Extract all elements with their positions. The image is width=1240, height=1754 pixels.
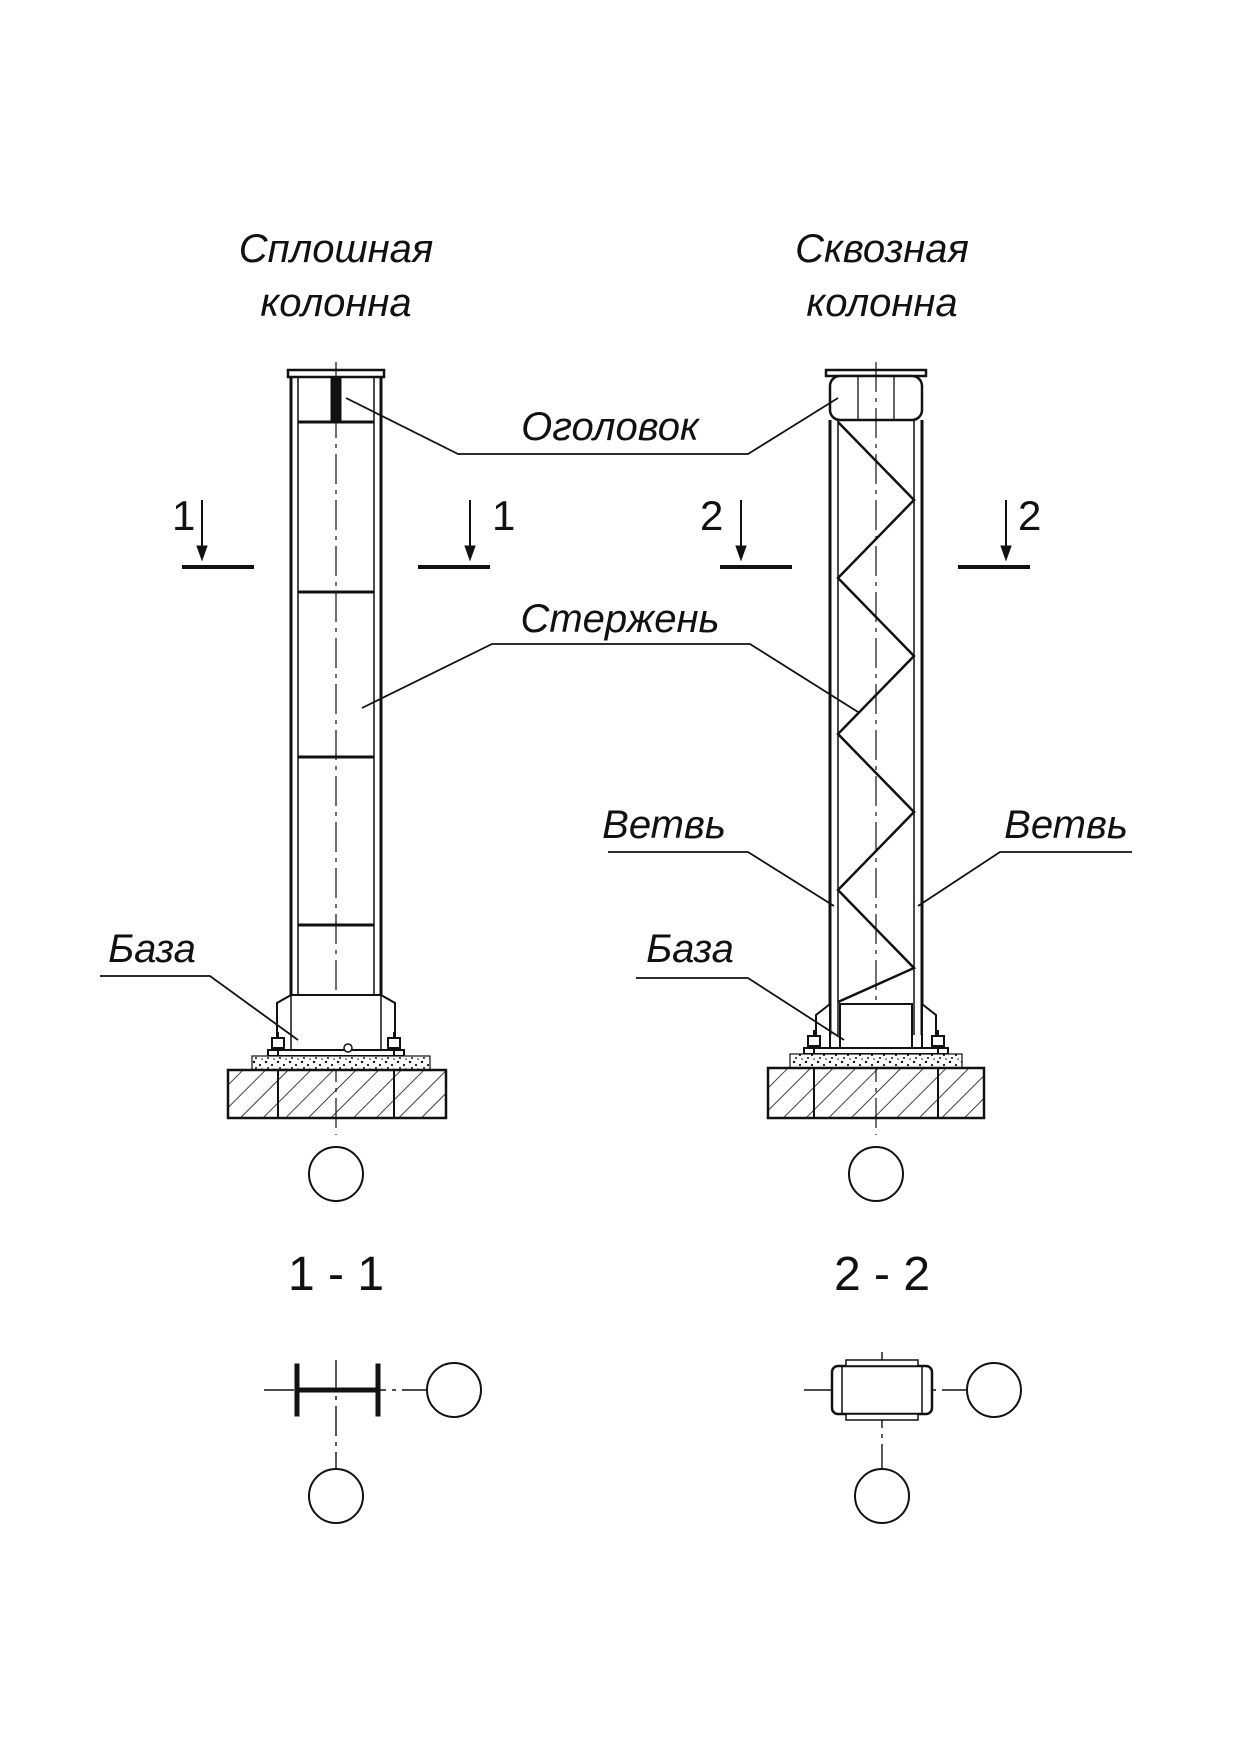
section-title-solid: 1 - 1: [288, 1248, 384, 1301]
section-solid-axis-bubble-h: [426, 1362, 482, 1418]
leader-lines: [100, 397, 1132, 1041]
solid-column-title-line2: колонна: [260, 281, 411, 325]
lattice-axis-bubble: [848, 1146, 904, 1202]
section-lattice-axis-bubble-v: [854, 1468, 910, 1524]
lattice-column-title-line2: колонна: [806, 281, 957, 325]
cut-mark-lattice-right: 2: [1018, 492, 1041, 539]
cut-mark-solid-right: 1: [492, 492, 515, 539]
solid-column-title-line1: Сплошная: [239, 227, 434, 271]
label-branch-left: Ветвь: [602, 803, 726, 847]
solid-column: [226, 362, 448, 1135]
label-base-left: База: [108, 927, 196, 971]
label-branch-right: Ветвь: [1004, 803, 1128, 847]
label-base-right: База: [646, 927, 734, 971]
section-solid-ibeam: [264, 1360, 428, 1470]
section-solid-axis-bubble-v: [308, 1468, 364, 1524]
cut-mark-solid-left: 1: [172, 492, 195, 539]
solid-axis-bubble: [308, 1146, 364, 1202]
lattice-column: [766, 362, 986, 1135]
cut-mark-lattice-left: 2: [700, 492, 723, 539]
section-lattice: [804, 1352, 966, 1470]
section-lattice-axis-bubble-h: [966, 1362, 1022, 1418]
label-shaft: Стержень: [520, 597, 719, 641]
label-cap: Оголовок: [521, 405, 701, 449]
section-title-lattice: 2 - 2: [834, 1248, 930, 1301]
lattice-column-title-line1: Сквозная: [795, 227, 969, 271]
cut-marks-graphics: [182, 500, 1030, 569]
